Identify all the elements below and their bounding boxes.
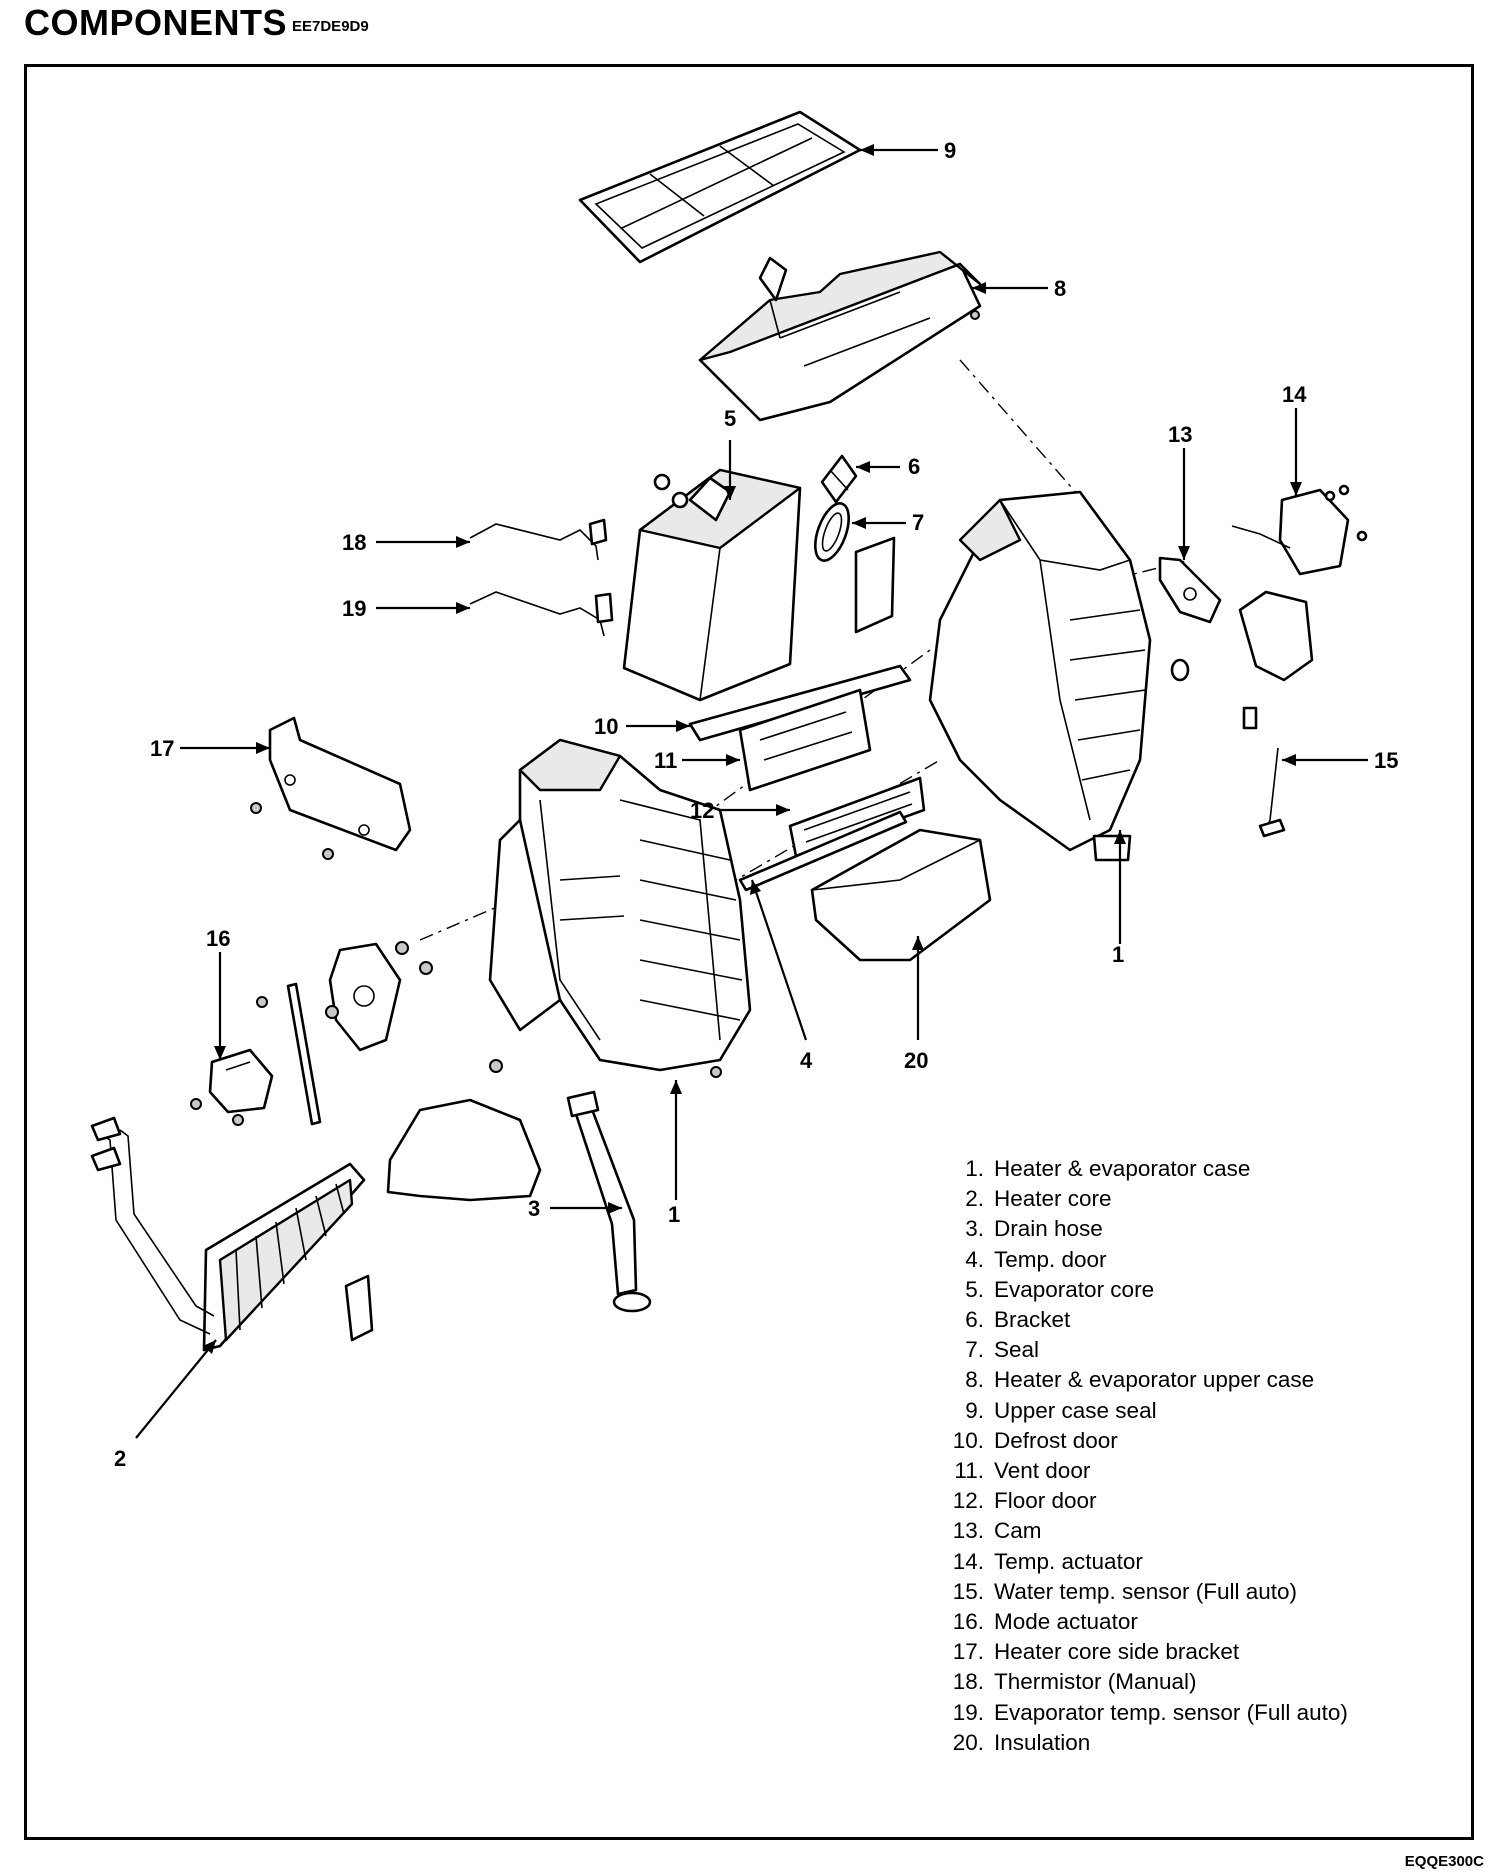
heater-core-side-bracket-part (268, 716, 412, 852)
callout-16: 16 (206, 926, 230, 951)
leader-lines (135, 144, 1368, 1439)
callout-2: 2 (114, 1446, 126, 1471)
callout-14: 14 (1282, 382, 1307, 407)
legend-item: 1.Heater & evaporator case (965, 1156, 1251, 1181)
seal-part (814, 502, 850, 562)
legend-item: 15.Water temp. sensor (Full auto) (952, 1578, 1298, 1604)
callout-12: 12 (690, 798, 714, 823)
callout-20: 20 (904, 1048, 928, 1073)
legend-item: 9.Upper case seal (965, 1397, 1157, 1423)
callout-5: 5 (724, 406, 736, 431)
legend-item: 17.Heater core side bracket (952, 1639, 1240, 1665)
legend-item: 6.Bracket (965, 1307, 1071, 1333)
legend-item: 2.Heater core (965, 1186, 1112, 1212)
callout-4: 4 (800, 1048, 813, 1073)
callout-1-right: 1 (1112, 942, 1124, 967)
evaporator-core-part (622, 468, 802, 702)
cam-part (1158, 556, 1222, 682)
legend-item: 14.Temp. actuator (952, 1548, 1143, 1574)
defrost-door-part (688, 664, 912, 742)
water-temp-sensor-part (1242, 706, 1286, 838)
legend-item: 8.Heater & evaporator upper case (965, 1367, 1315, 1393)
heater-duct-part (386, 1098, 542, 1202)
legend-item: 5.Evaporator core (965, 1276, 1155, 1302)
legend-item: 20.Insulation (952, 1729, 1091, 1755)
vent-door-part (738, 688, 872, 792)
insulation-part (810, 828, 992, 962)
door-plate-part (854, 536, 896, 634)
callout-15: 15 (1374, 748, 1398, 773)
diagram-frame (24, 64, 1474, 1840)
legend-item: 4.Temp. door (965, 1246, 1107, 1272)
callout-18: 18 (342, 530, 366, 555)
mode-actuator-part (208, 1048, 274, 1114)
figure-code: EQQE300C (1404, 1853, 1484, 1870)
fasteners (190, 310, 980, 1126)
document-code: EE7DE9D9 (292, 18, 369, 35)
callout-7: 7 (912, 510, 924, 535)
page-title: COMPONENTS (24, 2, 288, 43)
parts-legend: 1.Heater & evaporator case 2.Heater core… (940, 1154, 1348, 1758)
legend-item: 19.Evaporator temp. sensor (Full auto) (952, 1699, 1348, 1725)
legend-item: 13.Cam (952, 1518, 1042, 1544)
callout-17: 17 (150, 736, 174, 761)
mode-cam-part (328, 942, 402, 1052)
callout-numbers: 1 1 1 2 3 4 5 6 7 8 9 10 11 12 13 14 15 … (114, 138, 1398, 1471)
legend-item: 10.Defrost door (952, 1427, 1118, 1453)
legend-item: 11.Vent door (954, 1458, 1091, 1484)
bracket-part (820, 454, 858, 504)
legend-item: 12.Floor door (952, 1488, 1097, 1514)
evaporator-temp-sensor-part (469, 591, 614, 637)
actuator-cover-part (1238, 590, 1314, 682)
upper-case-part (698, 250, 982, 422)
legend-item: 16.Mode actuator (952, 1609, 1138, 1635)
legend-item: 3.Drain hose (965, 1216, 1103, 1242)
upper-case-seal-part (578, 110, 862, 264)
thermistor-part (469, 518, 608, 561)
callout-13: 13 (1168, 422, 1192, 447)
heater-evaporator-case-left-part (488, 738, 752, 1072)
callout-19: 19 (342, 596, 366, 621)
drain-hose-part (566, 1090, 652, 1313)
temp-actuator-part (1231, 484, 1368, 576)
callout-3: 3 (528, 1196, 540, 1221)
temp-door-part (738, 810, 908, 892)
callout-6: 6 (908, 454, 920, 479)
heater-core-part (90, 1116, 366, 1352)
callout-1-left: 1 (668, 1202, 680, 1227)
legend-item: 7.Seal (965, 1337, 1040, 1363)
small-clip-part (344, 1274, 374, 1342)
callout-11: 11 (654, 748, 677, 773)
linkage-rod-part (286, 982, 322, 1126)
floor-door-part (788, 776, 926, 858)
legend-item: 18.Thermistor (Manual) (952, 1669, 1197, 1695)
heater-evaporator-case-right-part (928, 490, 1152, 862)
callout-8: 8 (1054, 276, 1066, 301)
callout-9: 9 (944, 138, 956, 163)
callout-10: 10 (594, 714, 618, 739)
